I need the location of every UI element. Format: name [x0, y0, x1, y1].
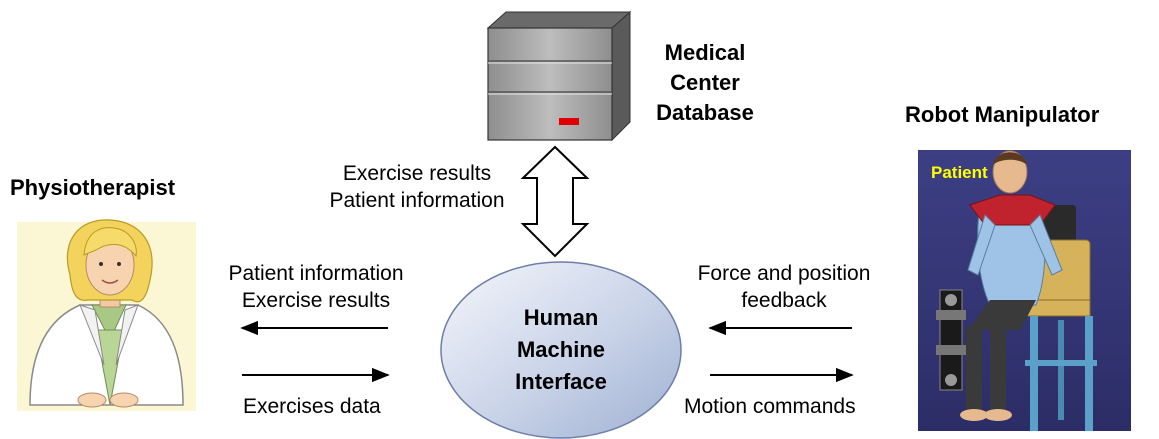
hmi-ellipse: [440, 261, 682, 439]
database-label-line-2: Center: [670, 70, 740, 95]
hmi-label-line-3: Interface: [515, 369, 607, 394]
db-hmi-link-label-line-2: Patient information: [329, 189, 505, 212]
hmi-to-physio-label-line-1: Patient information: [228, 262, 404, 285]
patient-label: Patient: [931, 163, 988, 182]
hmi-to-physio-label: Patient information Exercise results: [210, 260, 422, 314]
server-cabinet-icon: [486, 10, 632, 142]
db-hmi-link-label: Exercise results Patient information: [312, 160, 522, 214]
robot-patient-render: [918, 150, 1131, 431]
physiotherapist-illustration: [17, 219, 196, 411]
hmi-to-robot-label: Motion commands: [684, 395, 856, 418]
hmi-label-line-1: Human: [523, 305, 599, 330]
hmi-label-line-2: Machine: [516, 337, 606, 362]
physio-to-hmi-label: Exercises data: [243, 395, 381, 418]
database-indicator-led: [559, 118, 579, 125]
database-label: Medical Center Database: [640, 38, 770, 128]
robot-title: Robot Manipulator: [905, 102, 1100, 127]
database-label-line-3: Database: [656, 100, 754, 125]
db-hmi-link-label-line-1: Exercise results: [342, 162, 492, 185]
database-label-line-1: Medical: [664, 40, 746, 65]
hmi-to-physio-label-line-2: Exercise results: [241, 289, 391, 312]
robot-to-hmi-label: Force and position feedback: [677, 260, 891, 314]
robot-to-hmi-label-line-1: Force and position: [697, 262, 871, 285]
db-hmi-bidirectional-arrow: [520, 145, 590, 258]
hmi-label: Human Machine Interface: [481, 302, 641, 398]
physiotherapist-title: Physiotherapist: [10, 175, 176, 200]
robot-to-hmi-label-line-2: feedback: [741, 289, 827, 312]
